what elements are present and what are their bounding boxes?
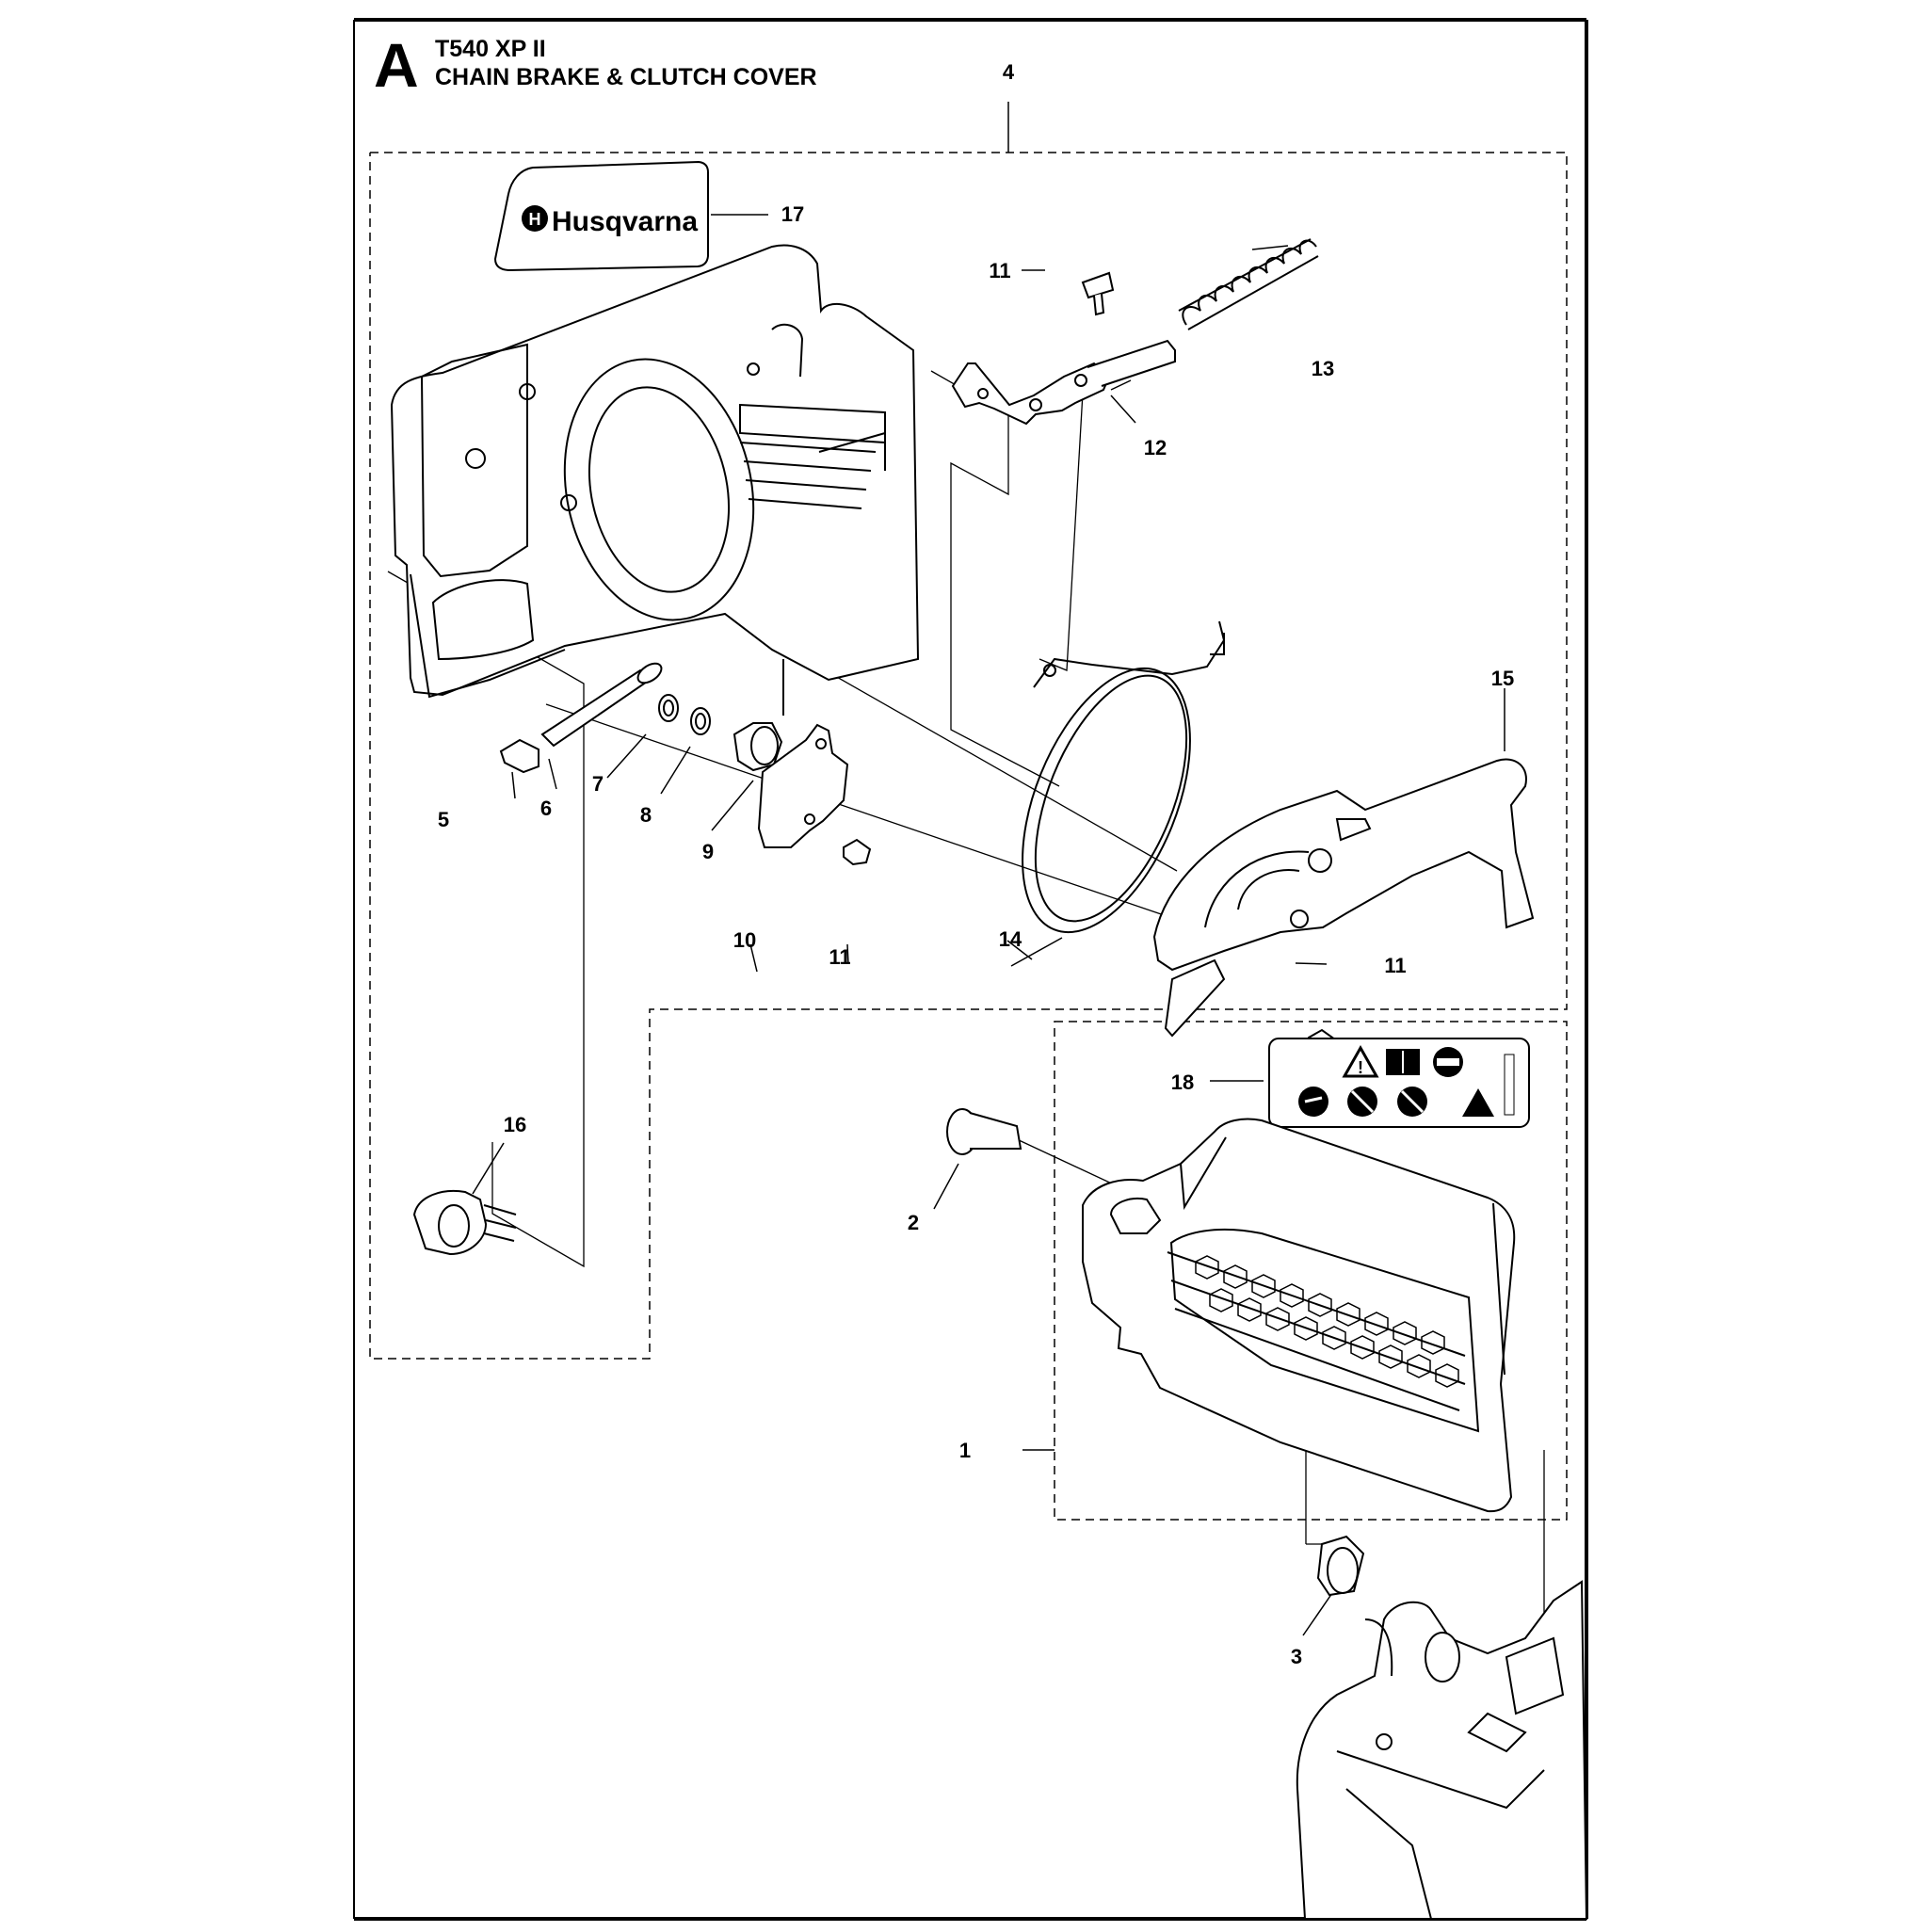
callout-14: 14 — [999, 927, 1022, 951]
callout-5: 5 — [438, 808, 449, 831]
warning-decal: ! — [1268, 1038, 1530, 1128]
no-tip-contact-icon — [1397, 1087, 1427, 1117]
callout-16: 16 — [504, 1113, 526, 1136]
kickback-hazard-icon — [1462, 1088, 1494, 1117]
diagram-title: CHAIN BRAKE & CLUTCH COVER — [435, 64, 817, 90]
callout-12: 12 — [1144, 436, 1167, 459]
callout-17: 17 — [781, 202, 804, 226]
callout-6: 6 — [540, 797, 552, 820]
part-16-bushing — [412, 1190, 517, 1256]
callout-18: 18 — [1171, 1071, 1194, 1094]
husqvarna-decal: H Husqvarna — [493, 160, 709, 272]
callout-4: 4 — [1003, 60, 1015, 84]
chain-brake-handle — [1152, 758, 1535, 1038]
saw-body-partial — [1296, 1580, 1588, 1920]
brake-lever-assembly — [951, 271, 1176, 426]
brake-band — [1022, 620, 1226, 934]
group-box-1 — [1054, 1021, 1568, 1521]
chainsaw-grip-icon — [1298, 1087, 1328, 1117]
warning-triangle-icon: ! — [1342, 1044, 1379, 1078]
callout-7: 7 — [592, 772, 604, 796]
group-box-4 — [369, 152, 1568, 1360]
assembly-group-boxes — [369, 152, 1568, 1521]
part-3-bushing — [1316, 1535, 1365, 1597]
manual-book-icon — [1386, 1049, 1420, 1075]
part-2-stud — [946, 1108, 1022, 1155]
callout-3: 3 — [1291, 1645, 1302, 1668]
section-letter: A — [374, 30, 419, 100]
svg-text:H: H — [529, 210, 541, 229]
callout-9: 9 — [702, 840, 714, 863]
clutch-cover — [390, 244, 920, 716]
callout-11-b: 11 — [829, 945, 850, 969]
leader-lines — [472, 102, 1505, 1636]
callout-2: 2 — [908, 1211, 919, 1234]
callout-10: 10 — [733, 928, 756, 952]
svg-text:!: ! — [1358, 1058, 1363, 1077]
tension-spring — [1178, 238, 1319, 330]
callout-13: 13 — [1312, 357, 1334, 380]
callout-11-a: 11 — [989, 259, 1010, 282]
callout-11-c: 11 — [1384, 954, 1406, 977]
chain-brake-cover — [1082, 1118, 1516, 1513]
no-one-hand-icon — [1347, 1087, 1377, 1117]
model-title: T540 XP II — [435, 36, 546, 62]
husqvarna-logo-text: Husqvarna — [552, 206, 698, 237]
husqvarna-crown-icon: H — [522, 205, 548, 232]
helmet-icon — [1433, 1047, 1463, 1077]
hex-grille — [1195, 1255, 1459, 1388]
callout-labels: 1 2 3 4 5 6 7 8 9 10 11 11 11 11 12 13 1… — [438, 60, 1514, 1668]
callout-1: 1 — [959, 1439, 971, 1462]
callout-15: 15 — [1491, 667, 1514, 690]
callout-8: 8 — [640, 803, 652, 827]
